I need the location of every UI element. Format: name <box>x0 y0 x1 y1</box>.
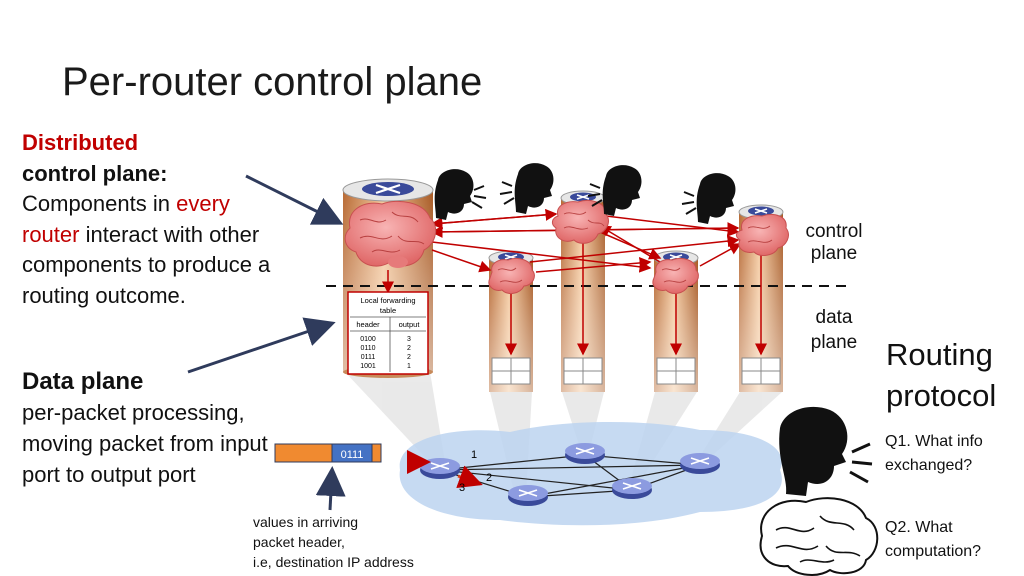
values-note: values in arriving packet header, i.e, d… <box>253 512 414 572</box>
q1-line2: exchanged? <box>885 457 973 474</box>
desc-post: interact with other components to produc… <box>22 221 271 308</box>
table-col-output: output <box>399 320 421 329</box>
brain-to-table-arrows <box>382 240 767 356</box>
table-cell-header: 1001 <box>360 363 376 370</box>
table-title-line1: Local forwarding <box>360 296 415 305</box>
callout-arrows <box>187 174 346 511</box>
port-number-3: 3 <box>459 482 465 494</box>
values-line1: values in arriving <box>253 514 359 530</box>
data-label-line1: data <box>815 307 853 328</box>
talking-head-icon <box>681 173 736 224</box>
network-router <box>565 443 605 464</box>
values-line3: i.e, destination IP address <box>253 554 414 570</box>
data-label-line2: plane <box>810 332 858 353</box>
routing-protocol-label: Routing protocol <box>886 334 996 416</box>
control-plane-heading: control plane: <box>22 160 168 186</box>
routing-line2: protocol <box>886 378 997 413</box>
talking-head-icon <box>434 169 487 220</box>
packet: 0111 <box>274 443 382 463</box>
header-value-arrow <box>315 466 346 511</box>
table-cell-header: 0111 <box>361 354 376 361</box>
control-plane-label: control plane <box>800 221 868 265</box>
network-router <box>680 453 720 474</box>
data-plane-heading: Data plane <box>22 368 144 395</box>
network-router <box>508 485 548 506</box>
desc-router: router <box>22 221 80 247</box>
table-cell-output: 2 <box>407 345 411 352</box>
routing-line1: Routing <box>886 337 993 372</box>
data-plane-text: Data plane per-packet processing, moving… <box>22 366 282 490</box>
desc-every: every <box>176 191 230 216</box>
outgoing-packet-arrow <box>456 465 483 489</box>
page-title: Per-router control plane <box>62 60 483 104</box>
talking-head-icon <box>587 165 642 216</box>
packet-header-value: 0111 <box>341 449 364 461</box>
table-cell-output: 1 <box>407 363 411 370</box>
table-col-header: header <box>356 320 380 329</box>
brain-icon <box>344 200 437 268</box>
q2-line2: computation? <box>885 543 982 560</box>
control-label-line2: plane <box>810 243 858 264</box>
distributed-heading: Distributed <box>22 130 139 155</box>
table-cell-output: 2 <box>407 354 411 361</box>
question-2: Q2. What computation? <box>885 516 981 564</box>
brain-icon <box>488 257 535 294</box>
data-plane-label: data plane <box>800 305 868 355</box>
network-router <box>612 478 652 499</box>
values-line2: packet header, <box>253 534 345 550</box>
talking-head-icon <box>499 163 554 214</box>
q1-line1: Q1. What info <box>885 433 983 450</box>
port-number-1: 1 <box>471 449 477 461</box>
network-cloud <box>399 421 782 526</box>
brain-icon <box>735 214 789 256</box>
large-brain-icon <box>759 497 879 576</box>
forwarding-table: Local forwarding table header output 010… <box>347 291 429 375</box>
brain-icon <box>551 200 609 244</box>
control-plane-arrow <box>245 174 344 225</box>
q2-line1: Q2. What <box>885 519 953 536</box>
table-title-line2: table <box>380 306 396 315</box>
control-label-line1: control <box>805 221 863 242</box>
table-cell-output: 3 <box>407 336 411 343</box>
distributed-control-plane-text: Distributed control plane: Components in… <box>22 128 282 311</box>
port-number-2: 2 <box>486 472 492 484</box>
brain-icon <box>652 257 699 294</box>
distributed-description: Components in every router interact with… <box>22 189 282 311</box>
data-plane-description: per-packet processing, moving packet fro… <box>22 400 268 487</box>
table-cell-header: 0110 <box>360 345 375 352</box>
question-1: Q1. What info exchanged? <box>885 430 983 478</box>
table-cell-header: 0100 <box>360 336 376 343</box>
table-rows: 0100 3 0110 2 0111 2 1001 1 <box>360 336 411 370</box>
large-talking-head-icon <box>779 406 873 496</box>
data-plane-arrow <box>187 317 336 374</box>
desc-pre: Components in <box>22 191 177 216</box>
